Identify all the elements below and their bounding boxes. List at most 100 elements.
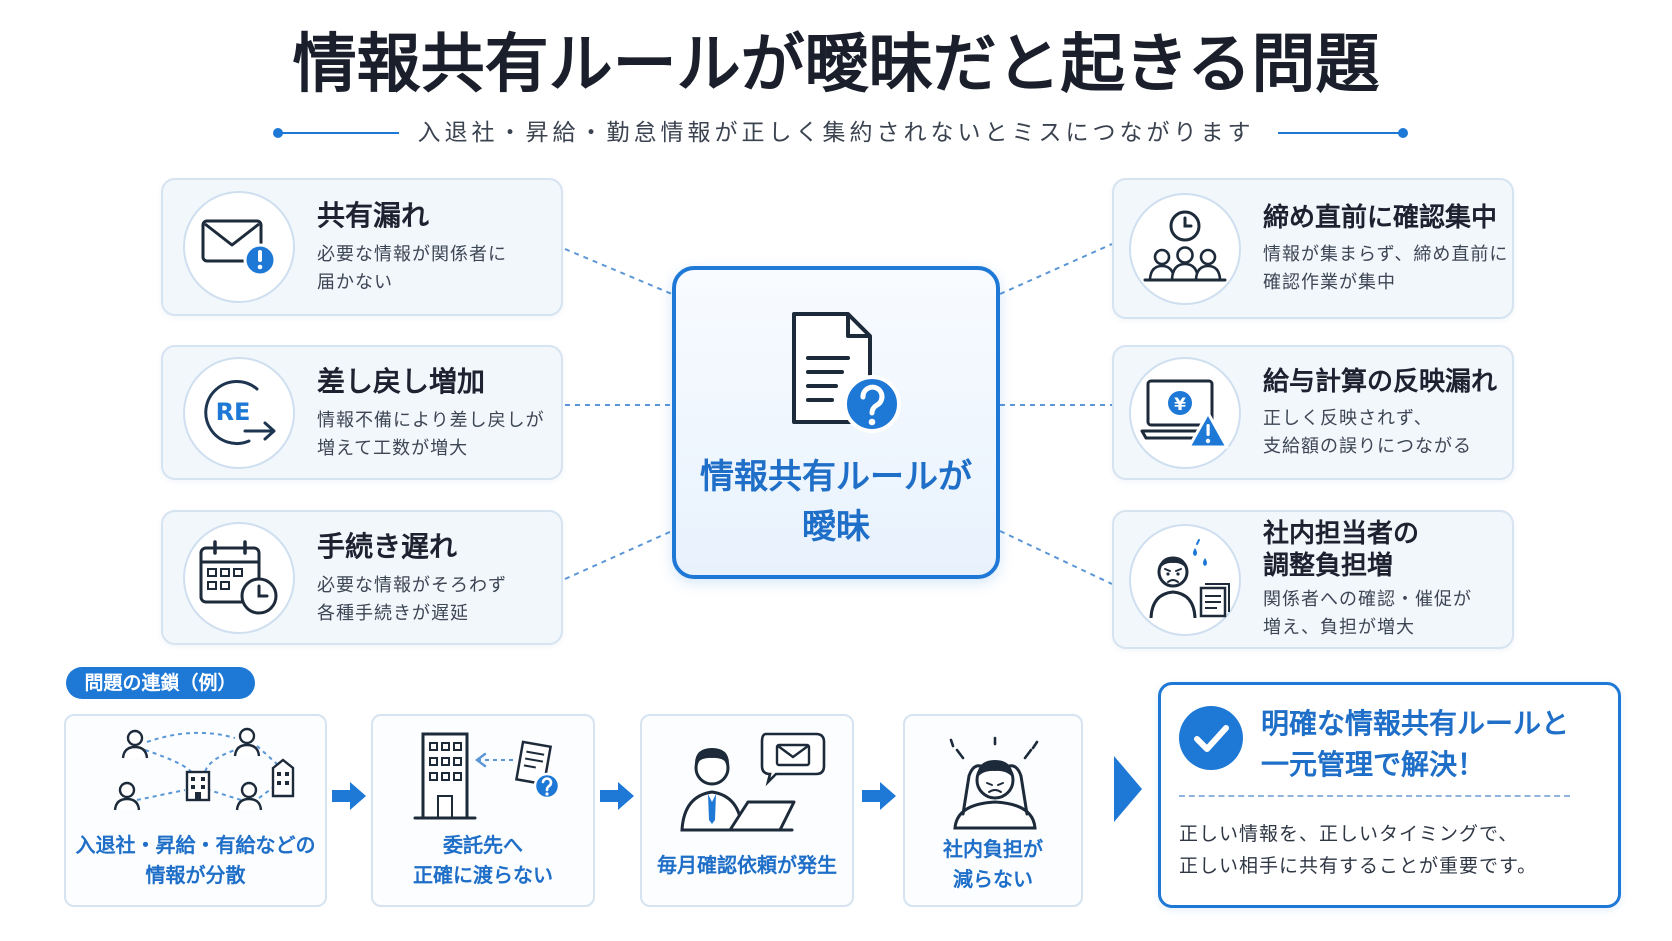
building-document-icon [413, 732, 561, 820]
re-return-icon: RE [204, 379, 276, 445]
yen-icon-label: ¥ [1174, 395, 1186, 415]
chain-arrow-icon [862, 782, 896, 810]
chain-step-4: 社内負担が 減らない [903, 714, 1083, 907]
chain-step-3: 毎月確認依頼が発生 [640, 714, 854, 907]
card-description-line: 支給額の誤りにつながる [1263, 435, 1472, 457]
card-description-line: 情報不備により差し戻しが [317, 409, 545, 431]
chain-label-pill: 問題の連鎖（例） [66, 667, 255, 699]
issue-card-deadline-crunch: 締め直前に確認集中 情報が集まらず、締め直前に 確認作業が集中 [1112, 178, 1514, 319]
chain-step-line: 正確に渡らない [413, 863, 553, 887]
card-text: 共有漏れ 必要な情報が関係者に 届かない [317, 197, 507, 297]
chain-step-line: 委託先へ [443, 833, 523, 857]
subtitle-left-rule [273, 128, 399, 138]
rule-dot [273, 128, 283, 138]
connector-right-1 [999, 243, 1113, 295]
person-laptop-mail-icon [680, 732, 826, 832]
connector-left-3 [564, 530, 673, 580]
solution-body: 正しい情報を、正しいタイミングで、 正しい相手に共有することが重要です。 [1179, 818, 1537, 882]
solution-title: 明確な情報共有ルールと 一元管理で解決！ [1261, 703, 1569, 785]
card-title: 給与計算の反映漏れ [1263, 366, 1498, 397]
subtitle-right-rule [1278, 128, 1408, 138]
laptop-yen-warning-icon: ¥ [1140, 379, 1229, 448]
worried-person-icon [1149, 538, 1230, 618]
icon-badge: RE [183, 356, 295, 469]
solution-title-line: 明確な情報共有ルールと [1261, 707, 1570, 740]
card-title: 手続き遅れ [317, 529, 458, 563]
card-title: 差し戻し増加 [317, 364, 486, 398]
card-description: 必要な情報が関係者に 届かない [317, 241, 507, 297]
card-title: 締め直前に確認集中 [1263, 202, 1498, 233]
central-problem-label: 情報共有ルールが 曖昧 [676, 452, 996, 552]
card-text: 給与計算の反映漏れ 正しく反映されず、 支給額の誤りにつながる [1263, 365, 1497, 461]
chain-step-text: 毎月確認依頼が発生 [642, 850, 852, 880]
solution-chevron-icon [1114, 756, 1142, 822]
chain-arrow-icon [600, 782, 634, 810]
chain-step-line: 毎月確認依頼が発生 [657, 853, 837, 877]
issue-card-procedure-delay: 手続き遅れ 必要な情報がそろわず 各種手続きが遅延 [161, 510, 563, 645]
subtitle: 入退社・昇給・勤怠情報が正しく集約されないとミスにつながります [417, 120, 1255, 146]
central-problem-box: 情報共有ルールが 曖昧 [672, 266, 1000, 579]
card-title-line: 社内担当者の [1263, 518, 1420, 549]
card-description-line: 関係者への確認・催促が [1263, 588, 1472, 610]
icon-badge [183, 521, 295, 634]
re-icon-label: RE [216, 398, 251, 426]
card-description-line: 必要な情報がそろわず [317, 574, 507, 596]
chain-step-text: 社内負担が 減らない [905, 834, 1081, 894]
card-description-line: 届かない [317, 272, 393, 293]
card-text: 手続き遅れ 必要な情報がそろわず 各種手続きが遅延 [317, 528, 507, 628]
issue-card-coordination-burden: 社内担当者の 調整負担増 関係者への確認・催促が 増え、負担が増大 [1112, 510, 1514, 649]
icon-badge [183, 191, 295, 303]
icon-badge: ¥ [1129, 356, 1241, 469]
calendar-clock-icon [199, 539, 278, 614]
chain-step-2: 委託先へ 正確に渡らない [371, 714, 595, 907]
chain-step-line: 入退社・昇給・有給などの [75, 833, 316, 857]
card-description-line: 情報が集まらず、締め直前に [1263, 243, 1509, 265]
card-description-line: 必要な情報が関係者に [317, 244, 507, 265]
card-description: 必要な情報がそろわず 各種手続きが遅延 [317, 572, 507, 628]
scattered-network-icon [113, 727, 295, 811]
clock-people-icon [1143, 210, 1227, 281]
solution-title-line: 一元管理で解決！ [1261, 748, 1486, 781]
issue-card-share-omission: 共有漏れ 必要な情報が関係者に 届かない [161, 178, 563, 316]
card-text: 締め直前に確認集中 情報が集まらず、締め直前に 確認作業が集中 [1263, 201, 1508, 297]
card-description-line: 正しく反映されず、 [1263, 407, 1433, 429]
card-text: 社内担当者の 調整負担増 関係者への確認・催促が 増え、負担が増大 [1263, 518, 1472, 642]
chain-step-text: 入退社・昇給・有給などの 情報が分散 [66, 830, 325, 890]
chain-step-1: 入退社・昇給・有給などの 情報が分散 [64, 714, 327, 907]
rule-dot [1398, 128, 1408, 138]
mail-alert-icon [201, 219, 277, 277]
card-description-line: 増えて工数が増大 [317, 437, 469, 459]
solution-divider [1179, 795, 1570, 797]
solution-box: 明確な情報共有ルールと 一元管理で解決！ 正しい情報を、正しいタイミングで、 正… [1158, 682, 1621, 908]
card-description-line: 増え、負担が増大 [1263, 616, 1415, 638]
card-description: 情報不備により差し戻しが 増えて工数が増大 [317, 407, 545, 463]
document-question-icon [792, 312, 901, 433]
card-title: 社内担当者の 調整負担増 [1263, 518, 1472, 582]
solution-body-line: 正しい相手に共有することが重要です。 [1179, 855, 1538, 877]
solution-body-line: 正しい情報を、正しいタイミングで、 [1179, 823, 1519, 845]
card-description: 関係者への確認・催促が 増え、負担が増大 [1263, 586, 1472, 642]
card-title: 共有漏れ [317, 199, 430, 232]
chain-step-line: 情報が分散 [145, 863, 246, 887]
icon-badge [1129, 192, 1241, 305]
issue-card-payroll-omission: ¥ 給与計算の反映漏れ 正しく反映されず、 支給額の誤りにつながる [1112, 345, 1514, 480]
chain-step-line: 社内負担が [943, 837, 1043, 861]
card-description: 正しく反映されず、 支給額の誤りにつながる [1263, 405, 1497, 461]
icon-badge [1129, 523, 1241, 636]
chain-step-text: 委託先へ 正確に渡らない [373, 830, 593, 890]
central-problem-line: 曖昧 [802, 507, 870, 547]
stressed-person-icon [949, 736, 1039, 830]
issue-card-rework-increase: RE 差し戻し増加 情報不備により差し戻しが 増えて工数が増大 [161, 345, 563, 480]
central-problem-line: 情報共有ルールが [700, 457, 972, 497]
card-title-line: 調整負担増 [1263, 550, 1394, 581]
chain-step-line: 減らない [953, 867, 1033, 891]
card-description-line: 確認作業が集中 [1263, 271, 1396, 293]
connector-left-1 [564, 248, 673, 295]
card-description: 情報が集まらず、締め直前に 確認作業が集中 [1263, 241, 1508, 297]
card-text: 差し戻し増加 情報不備により差し戻しが 増えて工数が増大 [317, 363, 545, 463]
connector-right-3 [999, 530, 1113, 585]
page-title: 情報共有ルールが曖昧だと起きる問題 [292, 28, 1380, 102]
chain-arrow-icon [332, 782, 366, 810]
card-description-line: 各種手続きが遅延 [317, 602, 469, 624]
check-circle-icon [1179, 706, 1243, 770]
